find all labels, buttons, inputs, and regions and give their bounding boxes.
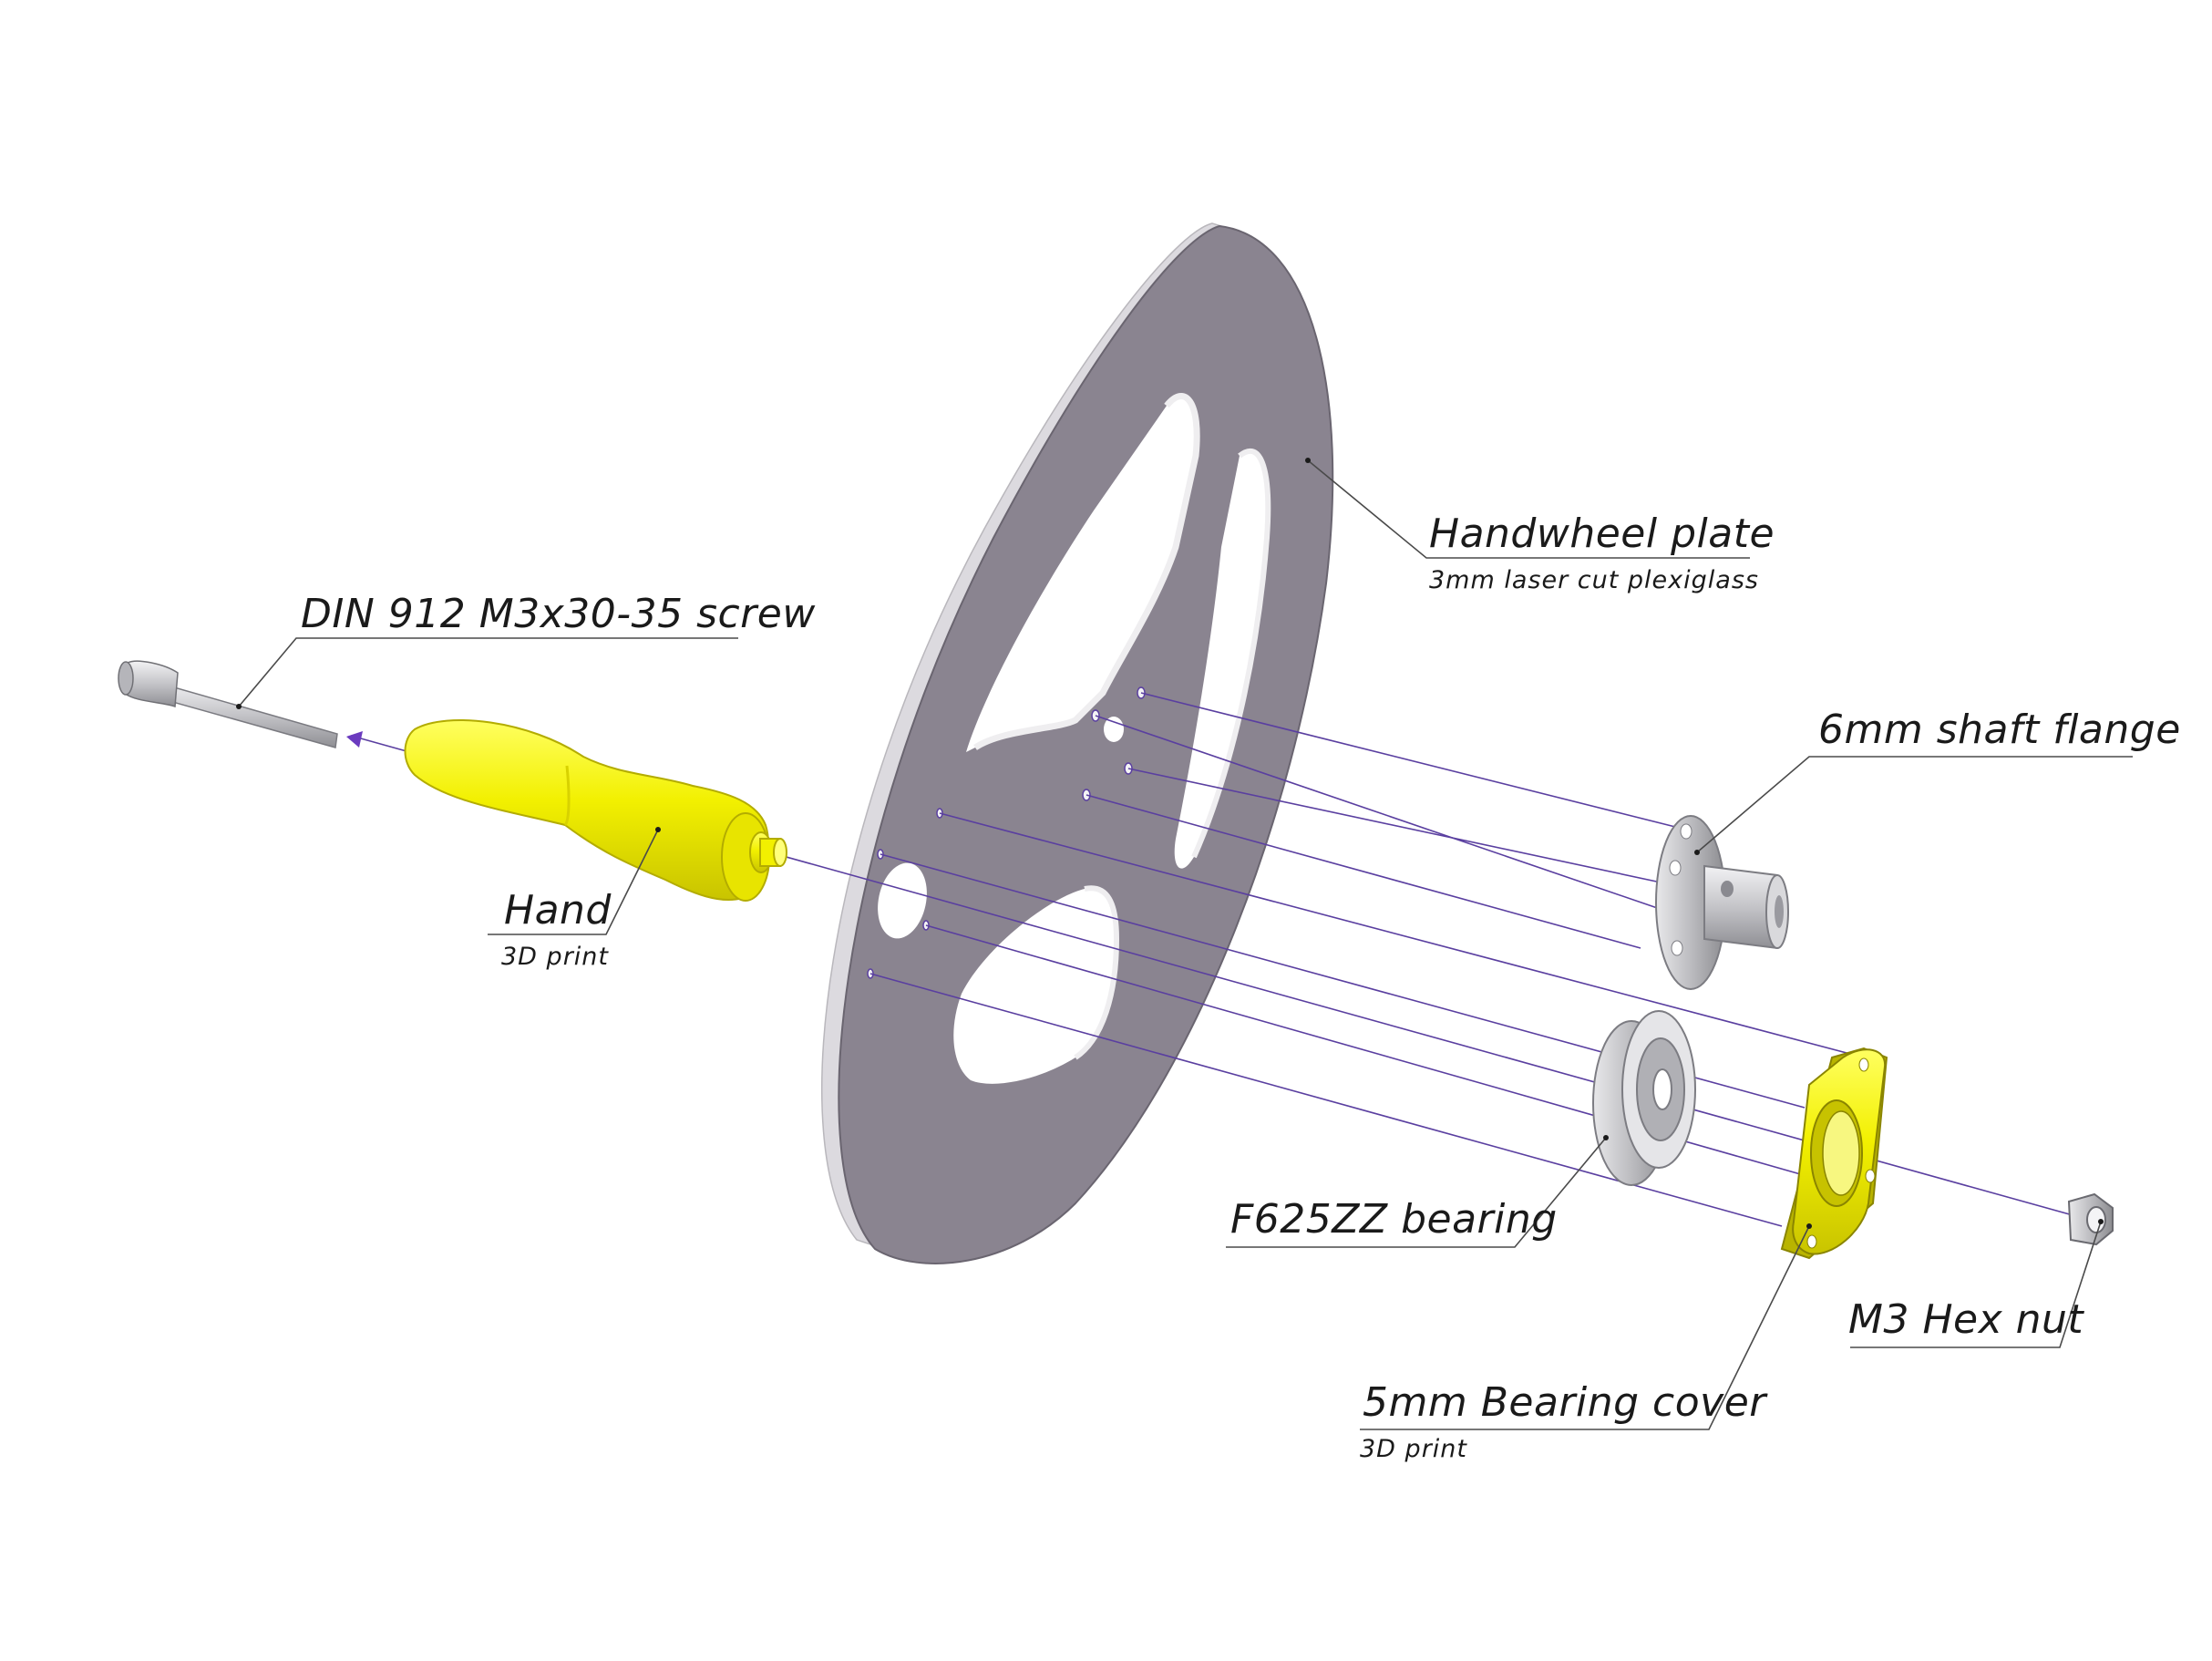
screw-shaft — [152, 681, 338, 748]
shaft-flange-label: 6mm shaft flange — [1818, 707, 2181, 753]
hand-label: Hand — [504, 887, 612, 934]
hex-nut-label: M3 Hex nut — [1848, 1296, 2084, 1343]
hand-grip — [404, 719, 787, 902]
plate-face — [838, 224, 1334, 1264]
handwheel-plate — [821, 222, 1334, 1264]
plate-cutout-edge-right — [1191, 448, 1271, 859]
leader-lines — [236, 458, 2133, 1430]
screw-tip-marker — [346, 731, 363, 748]
bearing-cover — [1780, 1047, 1888, 1260]
shaft-flange — [1655, 815, 1789, 990]
f625zz-bearing — [1592, 1010, 1696, 1186]
bearing-cover-label: 5mm Bearing cover — [1363, 1379, 1768, 1426]
bearing-label: F625ZZ bearing — [1230, 1196, 1558, 1243]
part-labels: DIN 912 M3x30-35 screw Hand 3D print Han… — [301, 511, 2181, 1463]
hand-body — [404, 719, 769, 902]
din912-screw — [118, 660, 363, 748]
hand-sublabel: 3D print — [501, 943, 609, 971]
bearing-cover-sublabel: 3D print — [1360, 1435, 1467, 1463]
plate-sublabel: 3mm laser cut plexiglass — [1429, 566, 1759, 594]
screw-label: DIN 912 M3x30-35 screw — [301, 591, 816, 637]
plate-cutout-edge-bottom — [1074, 885, 1120, 1060]
m3-hex-nut — [2067, 1192, 2114, 1246]
plate-cutout-edge-top — [973, 393, 1200, 750]
plate-label: Handwheel plate — [1429, 511, 1775, 557]
